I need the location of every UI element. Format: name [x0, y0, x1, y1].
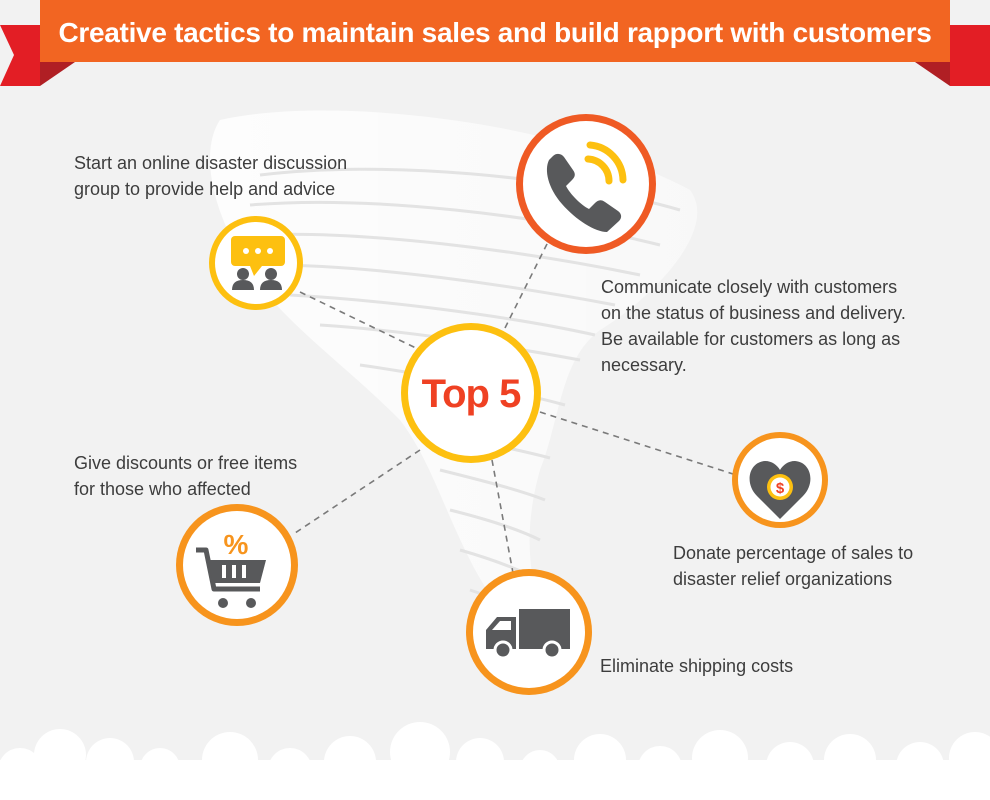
page-title: Creative tactics to maintain sales and b…	[58, 17, 932, 48]
caption-line: necessary.	[601, 355, 687, 375]
caption-line: Donate percentage of sales to	[673, 543, 914, 563]
caption-discounts: Give discounts or free items for those w…	[74, 450, 297, 502]
caption-line: Eliminate shipping costs	[600, 656, 794, 676]
caption-line: disaster relief organizations	[673, 569, 893, 589]
connector-lines	[291, 237, 734, 574]
discussion-group-icon	[231, 236, 285, 290]
heart-dollar-icon: $	[749, 461, 811, 519]
top5-label: Top 5	[421, 372, 522, 416]
svg-text:%: %	[224, 529, 249, 560]
shipping-node	[466, 569, 592, 695]
title-banner	[0, 0, 990, 86]
caption-line: on the status of business and delivery.	[601, 303, 906, 323]
svg-text:$: $	[776, 480, 785, 497]
caption-donate: Donate percentage of sales to disaster r…	[673, 540, 913, 592]
caption-line: for those who affected	[74, 479, 251, 499]
clouds-footer	[0, 722, 990, 800]
caption-line: Give discounts or free items	[74, 453, 298, 473]
top5-hub	[401, 323, 541, 463]
caption-communicate: Communicate closely with customers on th…	[601, 274, 906, 378]
phone-icon	[546, 141, 627, 232]
shopping-cart-percent-icon: %	[196, 529, 266, 608]
phone-node	[516, 114, 656, 254]
discussion-group-node	[209, 216, 303, 310]
heart-donation-node: $	[732, 432, 828, 528]
caption-shipping: Eliminate shipping costs	[600, 653, 793, 679]
caption-line: Be available for customers as long as	[601, 329, 901, 349]
delivery-truck-icon	[486, 609, 570, 660]
caption-line: group to provide help and advice	[74, 179, 336, 199]
caption-discussion-group: Start an online disaster discussion grou…	[74, 150, 347, 202]
caption-line: Communicate closely with customers	[601, 277, 898, 297]
discount-cart-node: %	[176, 504, 298, 626]
caption-line: Start an online disaster discussion	[74, 153, 348, 173]
